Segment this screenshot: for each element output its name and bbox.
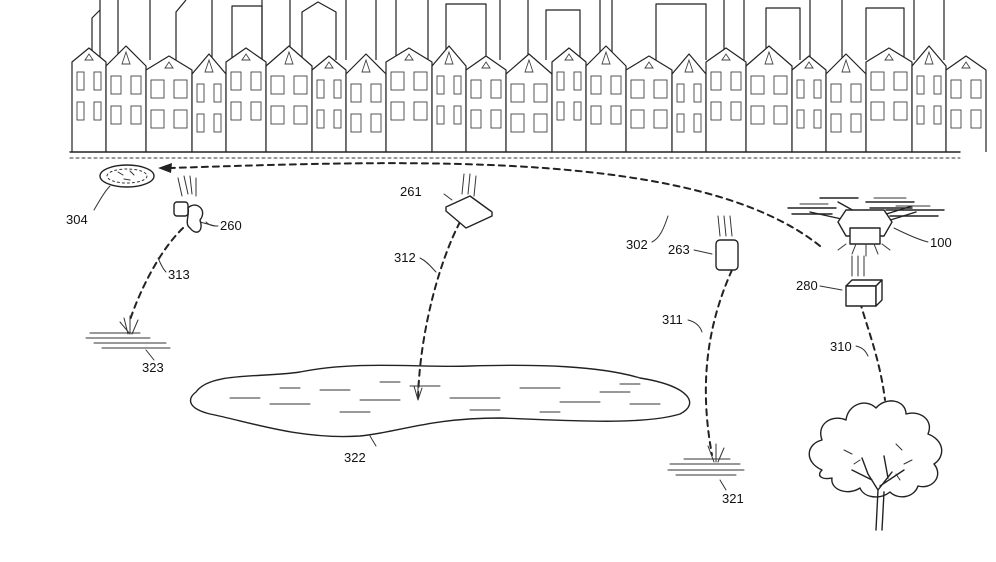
- label-323: 323: [142, 360, 164, 375]
- leader-312: [419, 257, 437, 273]
- falling-item-263: [715, 215, 739, 271]
- leader-261: [443, 193, 453, 201]
- landing-target-304: [99, 164, 155, 188]
- cityscape-skyline: [69, 0, 987, 159]
- label-260: 260: [220, 218, 242, 233]
- flight-path-302: [169, 162, 821, 247]
- water-body-322: [189, 364, 691, 447]
- label-310: 310: [830, 339, 852, 354]
- leader-313: [157, 257, 167, 273]
- leader-302: [651, 215, 669, 243]
- label-304: 304: [66, 212, 88, 227]
- drop-path-311: [704, 269, 733, 456]
- label-280: 280: [796, 278, 818, 293]
- label-321: 321: [722, 491, 744, 506]
- leader-304: [93, 185, 111, 211]
- label-261: 261: [400, 184, 422, 199]
- leader-260: [205, 221, 219, 227]
- drop-path-310: [859, 301, 886, 401]
- falling-item-261: [445, 173, 493, 229]
- arrowhead-icon: [158, 163, 172, 173]
- falling-item-280: [845, 255, 883, 307]
- ground-patch-323: [85, 315, 171, 361]
- ground-patch-321: [667, 443, 745, 491]
- leader-311: [687, 319, 703, 333]
- leader-263: [693, 249, 713, 255]
- label-312: 312: [394, 250, 416, 265]
- label-311: 311: [662, 312, 683, 327]
- drop-path-312: [417, 221, 461, 399]
- leader-280: [819, 285, 843, 291]
- label-302: 302: [626, 237, 648, 252]
- drop-path-313: [129, 227, 184, 321]
- label-322: 322: [344, 450, 366, 465]
- drone-100: [787, 197, 945, 257]
- label-313: 313: [168, 267, 190, 282]
- leader-310: [855, 345, 869, 357]
- label-263: 263: [668, 242, 690, 257]
- tree-icon: [808, 400, 943, 531]
- falling-item-260: [173, 175, 216, 233]
- label-100: 100: [930, 235, 952, 250]
